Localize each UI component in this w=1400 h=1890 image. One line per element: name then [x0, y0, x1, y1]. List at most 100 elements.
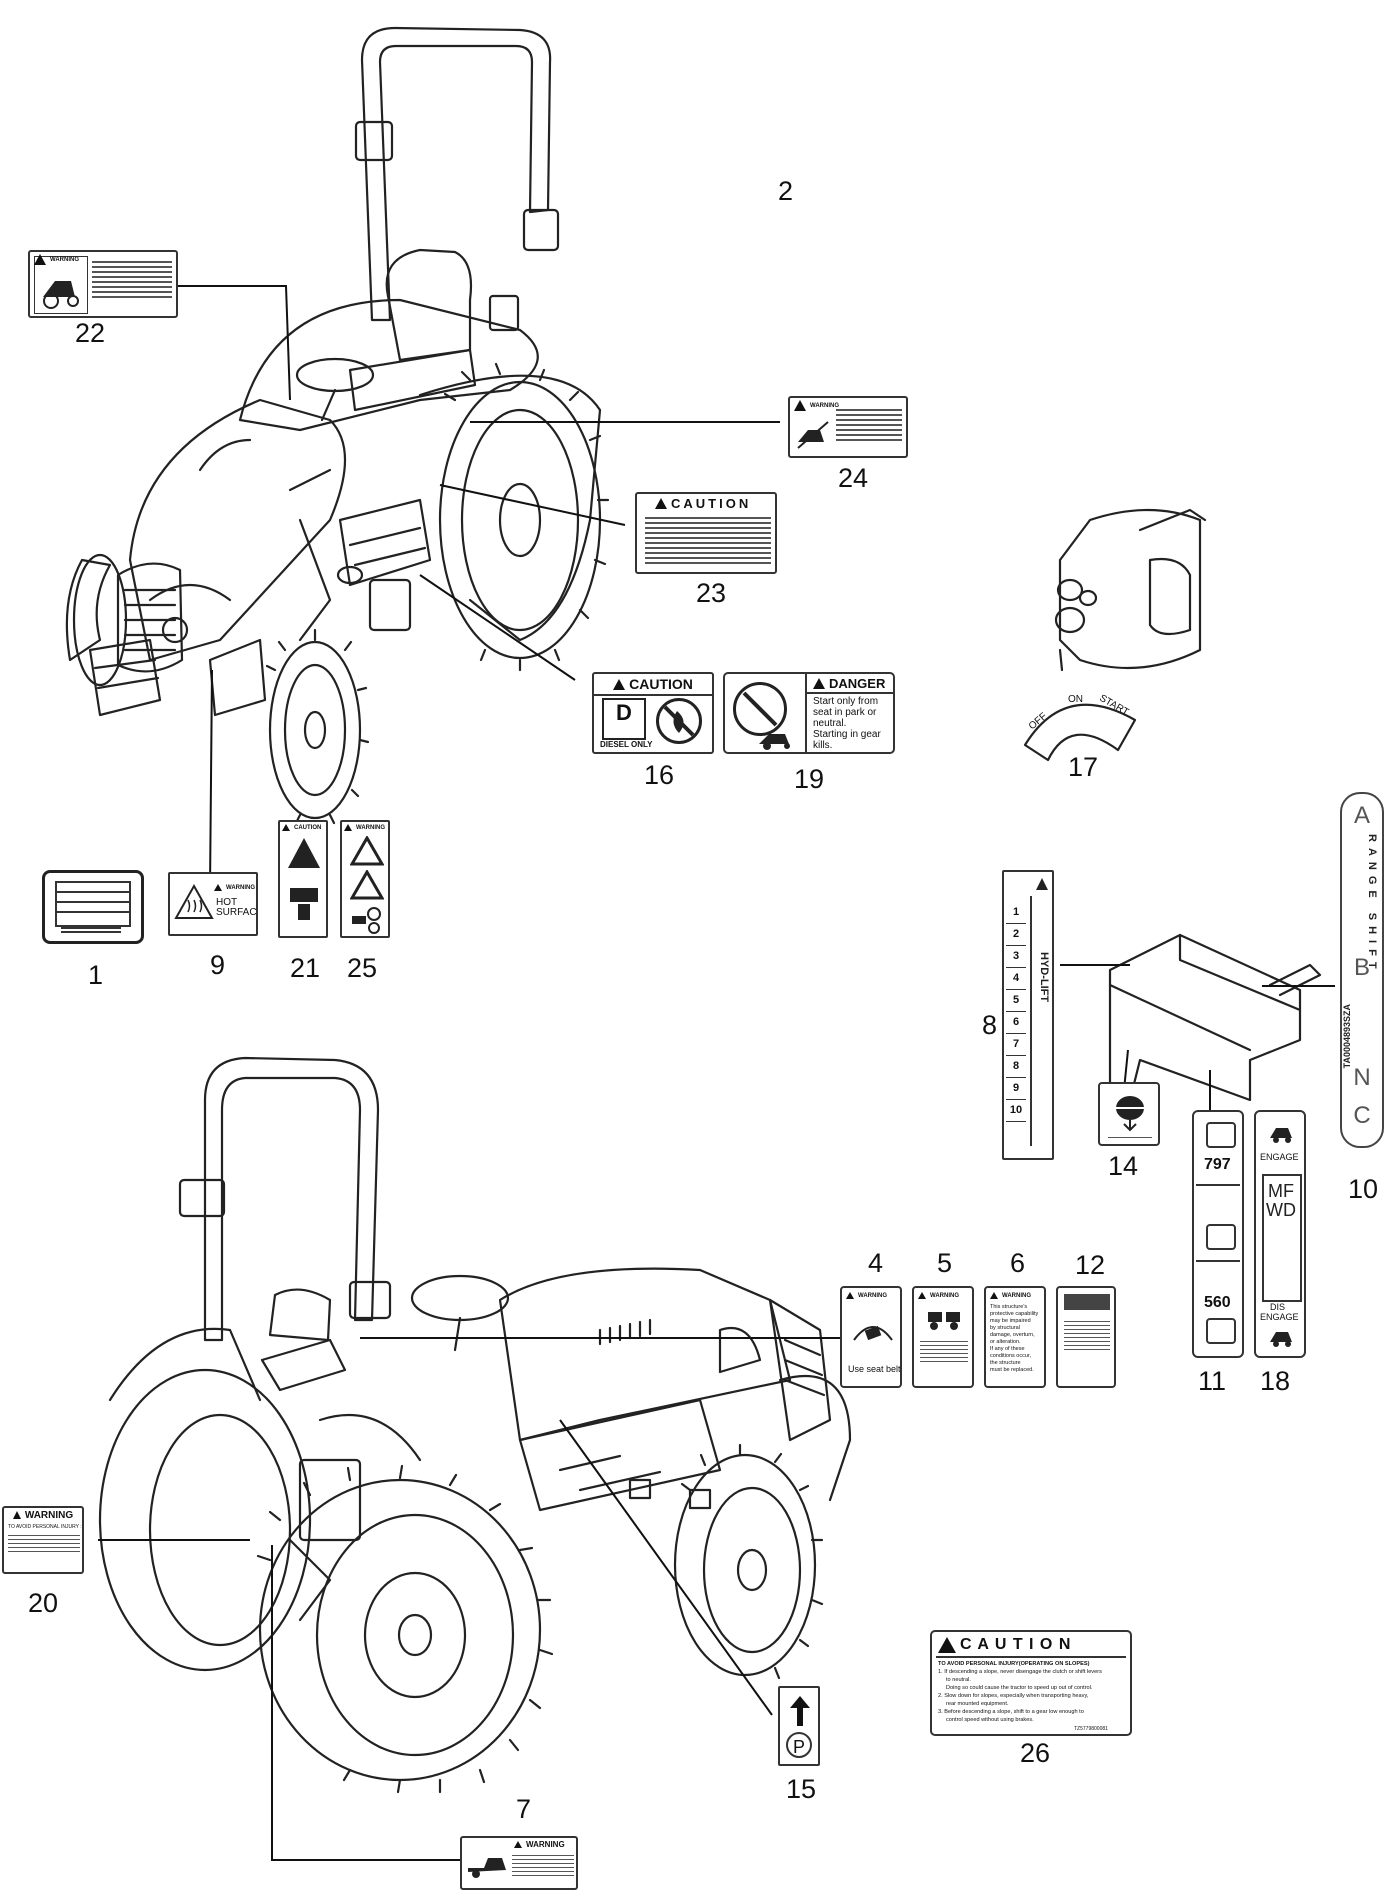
part-number-17: 17 — [1068, 752, 1099, 782]
tractor-2wd-icon — [1268, 1326, 1294, 1348]
use-seat-belt-text: Use seat belt — [848, 1364, 901, 1374]
decal-5: WARNING — [912, 1286, 974, 1388]
speed-560: 560 — [1204, 1294, 1231, 1311]
part-number-25: 25 — [347, 953, 378, 983]
park-icon: P — [786, 1732, 812, 1758]
decal-20: WARNING TO AVOID PERSONAL INJURY : — [2, 1506, 84, 1574]
range-shift-text: RANGE SHIFT — [1366, 834, 1378, 975]
entanglement-icon — [286, 836, 322, 872]
turtle-speed-icon — [1206, 1318, 1236, 1344]
mfwd-text: MFWD — [1266, 1181, 1296, 1220]
no-bypass-start-icon — [733, 682, 787, 736]
engage-text-2: ENGAGE — [1260, 1312, 1299, 1322]
part-17-drawing — [1023, 508, 1207, 762]
arrow-up-icon — [788, 1694, 812, 1728]
tractor-icon — [755, 728, 805, 750]
part-number-2: 2 — [778, 176, 794, 206]
part-number-5: 5 — [937, 1248, 953, 1278]
fuel-pump-icon: D — [602, 698, 646, 740]
leader-lines — [98, 285, 1335, 1861]
decal-14 — [1098, 1082, 1160, 1146]
part-number-11: 11 — [1198, 1366, 1227, 1396]
key-on-label: ON — [1068, 694, 1083, 705]
decal-8: 1 2 3 4 5 6 7 8 9 10 HYD-LIFT — [1002, 870, 1054, 1160]
warning-20-text: TO AVOID PERSONAL INJURY : — [8, 1524, 82, 1530]
range-c-label: C — [1353, 1102, 1371, 1129]
decal-4: WARNING Use seat belt — [840, 1286, 902, 1388]
gear-icon — [1206, 1224, 1236, 1250]
caution-26-text: TO AVOID PERSONAL INJURY(OPERATING ON SL… — [938, 1661, 1102, 1723]
bottom-tractor-drawing — [98, 1056, 852, 1794]
part-number-9: 9 — [210, 950, 226, 980]
decal-7: WARNING — [460, 1836, 578, 1890]
hyd-lift-text: HYD-LIFT — [1038, 952, 1050, 1003]
range-a-label: A — [1353, 802, 1370, 829]
decal-26: C A U T I O N TO AVOID PERSONAL INJURY(O… — [930, 1630, 1132, 1736]
decal-25: WARNING — [340, 820, 390, 938]
tractor-overturn-icon — [34, 256, 88, 314]
part-number-7: 7 — [516, 1794, 532, 1824]
hitch-control-icon — [1110, 1090, 1150, 1134]
hazard-triangle-icon — [349, 834, 385, 866]
part-number-14: 14 — [1108, 1151, 1139, 1181]
part-number-15: 15 — [786, 1774, 817, 1804]
decal-10: A B N C RANGE SHIFT TA0004893SZA — [1340, 792, 1384, 1148]
part-number-22: 22 — [75, 318, 106, 348]
decal-9: WARNING HOTSURFACE — [168, 872, 258, 936]
hazard-triangle-icon — [349, 868, 385, 900]
part-number-18: 18 — [1260, 1366, 1291, 1396]
decal-1 — [42, 870, 144, 944]
part-number-26: 26 — [1020, 1738, 1051, 1768]
decal-12 — [1056, 1286, 1116, 1388]
range-b-label: B — [1353, 954, 1370, 981]
part-number-21: 21 — [290, 953, 321, 983]
no-flame-icon — [656, 698, 702, 744]
part-number-1: 1 — [88, 960, 104, 990]
pto-hazard-icon — [466, 1850, 508, 1880]
speed-797: 797 — [1204, 1156, 1231, 1173]
decal-23: CAUTION — [635, 492, 777, 574]
decal-22: WARNING — [28, 250, 178, 318]
decal-21: CAUTION — [278, 820, 328, 938]
decal-18: ENGAGE MFWD DIS ENGAGE — [1254, 1110, 1306, 1358]
rabbit-speed-icon — [1206, 1122, 1236, 1148]
part-number-8: 8 — [982, 1010, 998, 1040]
part-number-4: 4 — [868, 1248, 884, 1278]
decal-26-code: TZ5779800081 — [1074, 1726, 1108, 1732]
top-tractor-drawing — [65, 26, 610, 825]
part-number-19: 19 — [794, 764, 825, 794]
part-number-12: 12 — [1075, 1250, 1106, 1280]
tractor-4wd-icon — [1268, 1122, 1294, 1144]
lift-scale: 1 2 3 4 5 6 7 8 9 10 — [1006, 902, 1026, 1152]
bracket-drawing — [1108, 933, 1322, 1102]
part-number-16: 16 — [644, 760, 675, 790]
rotating-hazard-icon — [350, 904, 384, 934]
tow-hazard-icon — [924, 1308, 966, 1332]
grille-pattern-icon — [55, 881, 131, 927]
range-n-label: N — [1353, 1064, 1371, 1091]
part-number-10: 10 — [1348, 1174, 1379, 1204]
part-number-6: 6 — [1010, 1248, 1026, 1278]
engage-text: ENGAGE — [1260, 1152, 1299, 1162]
decal-16: CAUTION D DIESEL ONLY — [592, 672, 714, 754]
dis-text: DIS — [1270, 1302, 1286, 1312]
decal-15: P — [778, 1686, 820, 1766]
diesel-only-text: DIESEL ONLY — [600, 740, 653, 749]
lift-up-icon — [1034, 876, 1050, 894]
part-number-23: 23 — [696, 578, 727, 608]
hot-surface-icon — [174, 882, 214, 922]
part-number-24: 24 — [838, 463, 869, 493]
logo-block — [1064, 1294, 1110, 1310]
part-number-20: 20 — [28, 1588, 59, 1618]
pto-shaft-icon — [286, 880, 322, 924]
decal-24: WARNING — [788, 396, 908, 458]
decal-11: 797 560 — [1192, 1110, 1244, 1358]
rollover-icon — [850, 1310, 896, 1350]
tractor-runover-icon — [794, 412, 832, 452]
decal-10-code: TA0004893SZA — [1342, 1004, 1352, 1069]
